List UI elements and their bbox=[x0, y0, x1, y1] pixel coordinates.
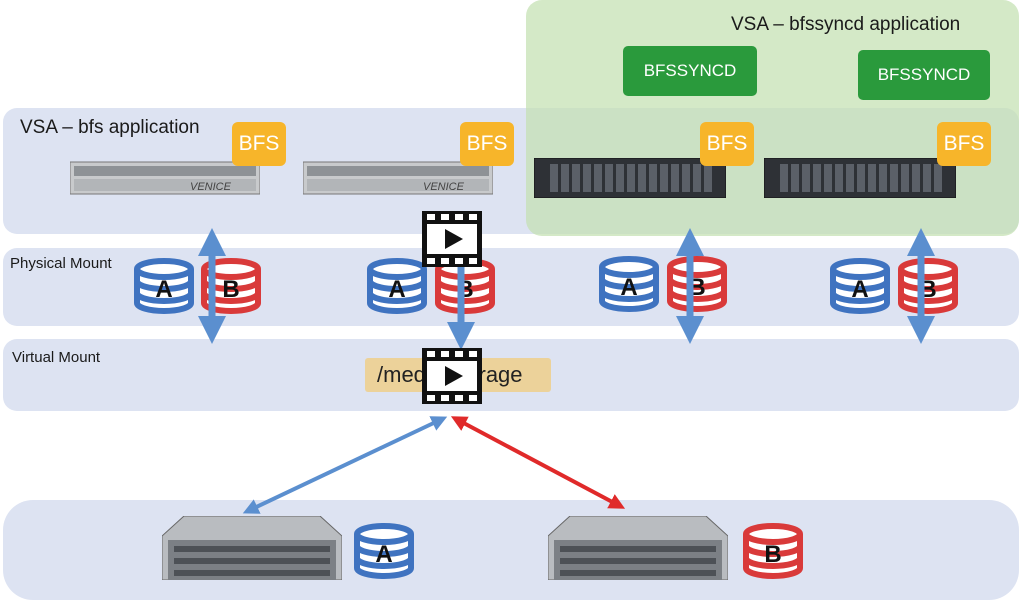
media-clip-icon-2 bbox=[422, 348, 482, 404]
disk-a-letter: A bbox=[375, 541, 392, 568]
bfs-box-1: BFS bbox=[232, 122, 286, 166]
bfs-box-3: BFS bbox=[700, 122, 754, 166]
server-brand-text: VENICE bbox=[190, 181, 232, 193]
storage-disk-b: B bbox=[743, 523, 803, 579]
disk-a-letter: A bbox=[851, 276, 868, 303]
bfs-box-4: BFS bbox=[937, 122, 991, 166]
venice-server-1: VENICE bbox=[70, 161, 260, 195]
vsa-bfssyncd-title: VSA – bfssyncd application bbox=[731, 14, 961, 35]
disk-a-1: A bbox=[134, 258, 194, 314]
storage-chassis-a bbox=[162, 516, 342, 580]
arrows-layer bbox=[198, 228, 935, 514]
disk-a-letter: A bbox=[155, 276, 172, 303]
disk-b-letter: B bbox=[764, 541, 781, 568]
storage-chassis-b bbox=[548, 516, 728, 580]
disk-b-letter: B bbox=[222, 276, 239, 303]
bfssyncd-box-2: BFSSYNCD bbox=[858, 50, 990, 100]
venice-server-2: VENICE bbox=[303, 161, 493, 195]
server-brand-text: VENICE bbox=[423, 181, 465, 193]
dell-server-2 bbox=[764, 158, 956, 198]
storage-b-arrow bbox=[450, 416, 626, 509]
bfssyncd-box-1: BFSSYNCD bbox=[623, 46, 757, 96]
bfs-box-2: BFS bbox=[460, 122, 514, 166]
virtual-mount-label: Virtual Mount bbox=[12, 349, 101, 366]
physical-mount-label: Physical Mount bbox=[10, 255, 112, 272]
disk-a-3: A bbox=[599, 256, 659, 312]
disk-a-4: A bbox=[830, 258, 890, 314]
storage-disk-a: A bbox=[354, 523, 414, 579]
disk-a-letter: A bbox=[388, 276, 405, 303]
media-clip-icon-1 bbox=[422, 211, 482, 267]
vsa-bfs-title: VSA – bfs application bbox=[20, 117, 200, 138]
disk-a-letter: A bbox=[620, 274, 637, 301]
disk-a-2: A bbox=[367, 258, 427, 314]
dell-server-1 bbox=[534, 158, 726, 198]
storage-a-arrow bbox=[242, 416, 448, 514]
